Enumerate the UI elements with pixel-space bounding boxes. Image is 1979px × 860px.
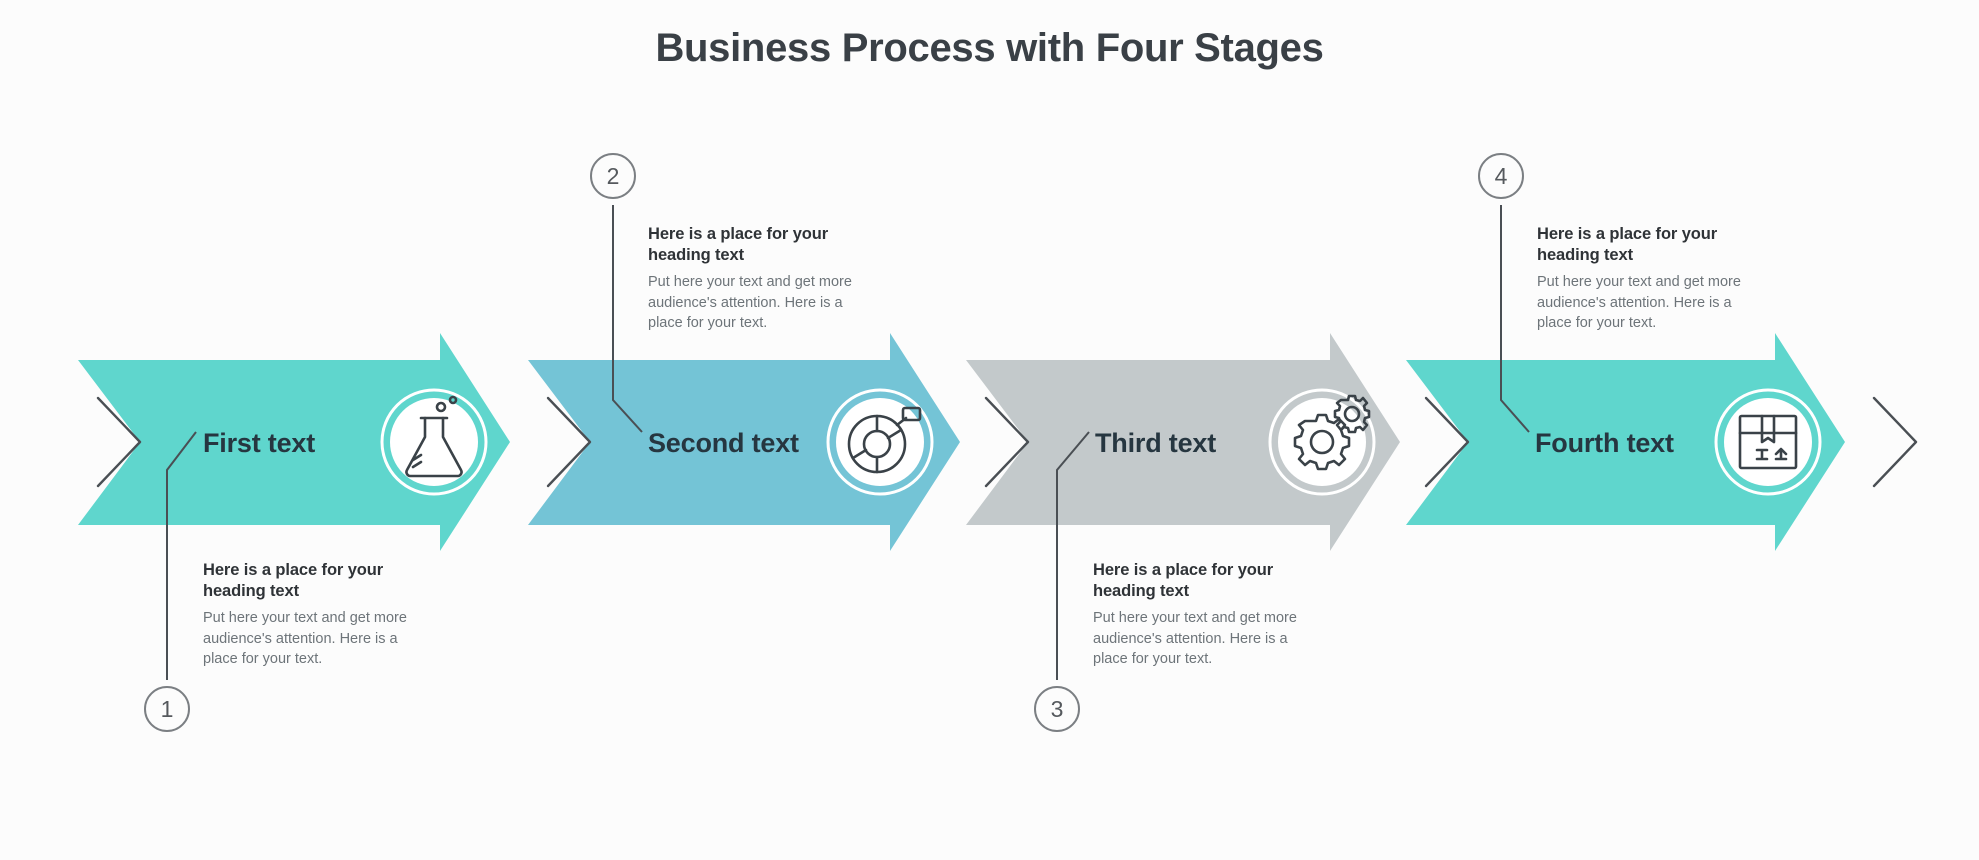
chevron-icon-1-2: [546, 396, 592, 488]
stage-4-callout-heading: Here is a place for your heading text: [1537, 225, 1718, 264]
stage-2-marker-circle[interactable]: [590, 153, 636, 199]
stage-2-callout: Here is a place for your heading text Pu…: [648, 224, 853, 334]
stage-4-label: Fourth text: [1535, 428, 1674, 458]
stage-1-marker-circle[interactable]: [144, 686, 190, 732]
stage-1-callout-heading: Here is a place for your heading text: [203, 561, 384, 600]
stage-1-label: First text: [203, 428, 315, 458]
stage-1-marker-number: 1: [161, 696, 174, 722]
chevron-icon-2-3: [984, 396, 1030, 488]
stage-1-callout-body: Put here your text and get more audience…: [203, 610, 407, 668]
flask-icon: [405, 395, 463, 478]
stage-2-arrow-group[interactable]: Second text: [528, 333, 960, 551]
stage-1-icon-badge[interactable]: [380, 388, 488, 496]
stage-3-callout-heading: Here is a place for your heading text: [1093, 561, 1274, 600]
stage-4-connector-line: [1500, 205, 1530, 433]
stage-4-callout-body: Put here your text and get more audience…: [1537, 274, 1741, 332]
stage-1-arrow-shape[interactable]: [78, 333, 510, 551]
stage-2-callout-body: Put here your text and get more audience…: [648, 274, 852, 332]
chevron-separators: [96, 396, 1918, 488]
stage-4-icon-badge[interactable]: [1714, 388, 1822, 496]
stage-1-marker-group[interactable]: 1: [144, 431, 197, 732]
stage-2-marker-group[interactable]: 2: [590, 153, 643, 433]
stage-3-arrow-shape[interactable]: [966, 333, 1400, 551]
chevron-icon-end: [1872, 396, 1918, 488]
stage-1-arrow-group[interactable]: First text: [78, 333, 510, 551]
stage-3-arrow-group[interactable]: Third text: [966, 333, 1400, 551]
stage-3-icon-badge[interactable]: [1268, 388, 1376, 496]
chevron-icon-3-4: [1424, 396, 1470, 488]
stage-4-arrow-group[interactable]: Fourth text: [1406, 333, 1845, 551]
stage-2-callout-heading: Here is a place for your heading text: [648, 225, 829, 264]
stage-4-arrow-shape[interactable]: [1406, 333, 1845, 551]
gears-icon: [1293, 394, 1371, 471]
stage-4-marker-number: 4: [1495, 163, 1508, 189]
stage-3-callout-body: Put here your text and get more audience…: [1093, 610, 1297, 668]
stage-3-marker-number: 3: [1051, 696, 1064, 722]
stage-3-connector-line: [1056, 431, 1090, 680]
stage-3-label: Third text: [1095, 428, 1216, 458]
page-title: Business Process with Four Stages: [655, 26, 1324, 70]
stage-1-connector-line: [166, 431, 197, 680]
stage-3-callout: Here is a place for your heading text Pu…: [1093, 560, 1298, 670]
stage-4-callout: Here is a place for your heading text Pu…: [1537, 224, 1742, 334]
stage-1-callout: Here is a place for your heading text Pu…: [203, 560, 408, 670]
stage-4-marker-circle[interactable]: [1478, 153, 1524, 199]
stage-2-icon-badge[interactable]: [826, 388, 934, 496]
stage-3-marker-group[interactable]: 3: [1034, 431, 1090, 732]
donut-chart-icon: [847, 406, 922, 474]
stage-2-arrow-shape[interactable]: [528, 333, 960, 551]
stage-2-label: Second text: [648, 428, 799, 458]
stage-4-marker-group[interactable]: 4: [1478, 153, 1530, 433]
chevron-icon-start: [96, 396, 142, 488]
stage-2-connector-line: [612, 205, 643, 433]
stage-3-marker-circle[interactable]: [1034, 686, 1080, 732]
package-box-icon: [1738, 414, 1798, 470]
stage-2-marker-number: 2: [607, 163, 620, 189]
